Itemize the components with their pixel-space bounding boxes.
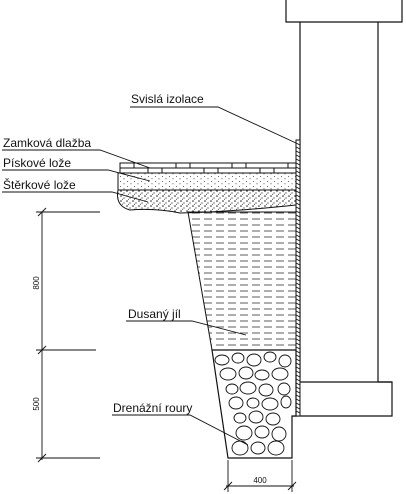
drainage-stone-layer: [211, 349, 297, 459]
dimension-lower-height: 500: [32, 397, 41, 411]
label-gravel-bed: Štěrkové lože: [3, 177, 76, 192]
sand-bed-layer: [117, 172, 297, 191]
leader-lines: [2, 106, 297, 446]
vertical-insulation: [295, 139, 301, 417]
rammed-clay-layer: [187, 211, 297, 351]
label-vertical-insulation: Svislá izolace: [131, 92, 204, 106]
dimension-lines: [36, 207, 297, 492]
label-rammed-clay: Dusaný jíl: [128, 307, 181, 321]
label-drain-pipes: Drenážní roury: [113, 401, 192, 415]
foundation-wall: [285, 0, 403, 417]
label-paving: Zamková dlažba: [3, 136, 91, 150]
gravel-bed-layer: [117, 189, 297, 214]
dimension-base-width: 400: [253, 476, 267, 485]
label-sand-bed: Pískové lože: [3, 156, 71, 170]
dimension-upper-height: 800: [32, 276, 41, 290]
paving-layer: [119, 162, 297, 174]
